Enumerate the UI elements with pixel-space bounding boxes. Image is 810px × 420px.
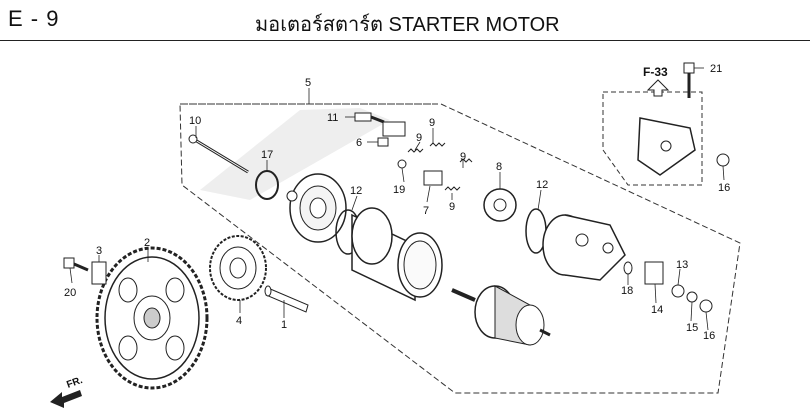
callout-9b: 9 <box>416 132 422 144</box>
callout-13: 13 <box>676 259 688 271</box>
part-21-bolt <box>683 62 695 98</box>
reference-label: F-33 <box>643 65 668 79</box>
callout-8: 8 <box>496 161 502 173</box>
leader-lines <box>69 67 725 331</box>
assembly-outline <box>179 103 741 394</box>
callout-9d: 9 <box>449 201 455 213</box>
callout-17: 17 <box>261 149 273 161</box>
header: E - 9 มอเตอร์สตาร์ต STARTER MOTOR <box>0 0 810 44</box>
part-4-gear <box>209 235 267 301</box>
part-20-bolt <box>63 257 89 272</box>
front-direction-label: FR. <box>65 375 84 391</box>
front-arrow <box>50 390 82 408</box>
reference-arrow-up <box>646 79 670 97</box>
callout-18: 18 <box>621 285 633 297</box>
part-16-nut-bottom <box>699 299 713 313</box>
callout-15: 15 <box>686 322 698 334</box>
callout-16a: 16 <box>718 182 730 194</box>
callout-7: 7 <box>423 205 429 217</box>
callout-6: 6 <box>356 137 362 149</box>
motor-case <box>351 207 443 302</box>
callout-14: 14 <box>651 304 663 316</box>
part-9-springs <box>407 142 473 191</box>
callouts: 1 2 3 4 5 6 7 8 9 9 9 9 10 11 12 12 13 1… <box>64 63 730 342</box>
part-10-bolt <box>188 134 249 174</box>
callout-12b: 12 <box>536 179 548 191</box>
armature <box>451 285 551 346</box>
part-15-washer <box>686 291 698 303</box>
callout-19: 19 <box>393 184 405 196</box>
part-3-plate <box>91 261 107 285</box>
callout-21: 21 <box>710 63 722 75</box>
callout-5: 5 <box>305 77 311 89</box>
callout-20: 20 <box>64 287 76 299</box>
callout-9c: 9 <box>460 151 466 163</box>
callout-9a: 9 <box>429 117 435 129</box>
page-title: มอเตอร์สตาร์ต STARTER MOTOR <box>255 14 560 36</box>
part-2-starter-gear <box>95 246 209 390</box>
part-16-nut-top <box>716 153 730 167</box>
header-rule <box>0 40 810 41</box>
part-8-coupler <box>483 188 517 222</box>
callout-12a: 12 <box>350 185 362 197</box>
part-19-screw <box>397 159 407 169</box>
callout-16b: 16 <box>703 330 715 342</box>
callout-10: 10 <box>189 115 201 127</box>
part-6-brush-holder <box>377 121 406 147</box>
background-hatch <box>200 108 390 200</box>
part-7-brush <box>423 170 443 186</box>
part-14-cap <box>644 261 664 285</box>
callout-1: 1 <box>281 319 287 331</box>
starter-bracket-box <box>602 91 703 186</box>
part-18-ring <box>623 261 633 275</box>
callout-11: 11 <box>327 112 338 124</box>
section-code: E - 9 <box>8 6 60 31</box>
part-1-shaft <box>264 285 309 313</box>
callout-4: 4 <box>236 315 242 327</box>
part-13-washer <box>671 284 685 298</box>
starter-bracket <box>637 117 696 176</box>
callout-3: 3 <box>96 245 102 257</box>
front-cover <box>542 214 626 281</box>
rear-cover <box>286 173 347 243</box>
callout-2: 2 <box>144 237 150 249</box>
